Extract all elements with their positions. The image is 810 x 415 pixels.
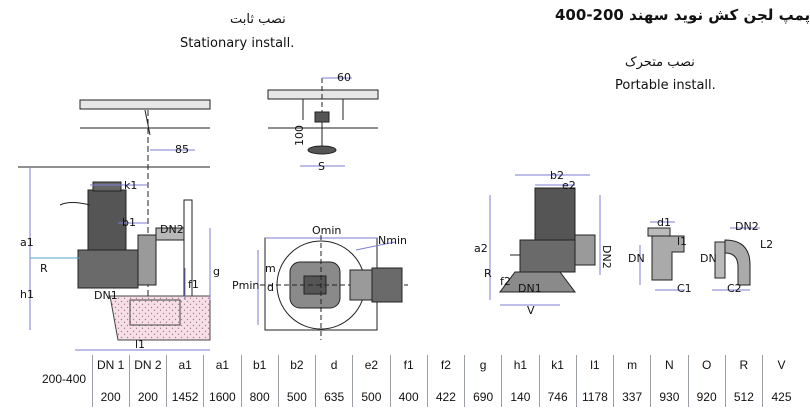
table-header-cell: V bbox=[762, 355, 800, 375]
table-header-cell: k1 bbox=[538, 355, 577, 375]
table-header-cell: DN 2 bbox=[128, 355, 167, 375]
table-header-cell: f2 bbox=[426, 355, 465, 375]
dn1-label-stationary: DN1 bbox=[94, 289, 118, 302]
nmin-label: Nmin bbox=[378, 234, 407, 247]
dn1-label-portable: DN1 bbox=[518, 282, 542, 295]
table-value-cell: 746 bbox=[538, 387, 577, 407]
table-header-cell: N bbox=[650, 355, 689, 375]
d1-label: d1 bbox=[657, 216, 671, 229]
f1-label: f1 bbox=[188, 278, 199, 291]
pump-drawing: 85 k1 b1 DN2 a1 R h1 DN1 g f1 l1 60 100 … bbox=[18, 71, 773, 351]
fitting-1 bbox=[639, 221, 685, 291]
table-value-cell: 422 bbox=[426, 387, 465, 407]
dim-s-label: S bbox=[318, 160, 325, 173]
table-value-cell: 930 bbox=[650, 387, 689, 407]
stationary-label-fa: نصب ثابت bbox=[230, 12, 286, 27]
plan-discharge bbox=[371, 267, 403, 303]
table-header-cell: f1 bbox=[389, 355, 428, 375]
table-value-cell: 500 bbox=[352, 387, 391, 407]
m-label: m bbox=[265, 262, 276, 275]
dn2-label-fitting: DN2 bbox=[735, 220, 759, 233]
plan-view bbox=[257, 235, 408, 340]
portable-pump-motor bbox=[534, 187, 576, 241]
table-header-cell: a1 bbox=[166, 355, 204, 375]
table-header-cell: h1 bbox=[501, 355, 540, 375]
portable-label-fa: نصب متحرک bbox=[625, 55, 695, 70]
d-label: d bbox=[267, 281, 274, 294]
table-value-cell: 425 bbox=[762, 387, 800, 407]
discharge-pipe bbox=[137, 234, 157, 286]
portable-view bbox=[489, 174, 601, 306]
dim-85-label: 85 bbox=[175, 143, 189, 156]
dn-label-2: DN bbox=[700, 252, 717, 265]
stationary-label-en: Stationary install. bbox=[180, 36, 295, 51]
table-header-cell: g bbox=[464, 355, 502, 375]
portable-label-en: Portable install. bbox=[615, 78, 716, 93]
cover-plate bbox=[79, 99, 211, 110]
table-value-cell: 337 bbox=[613, 387, 651, 407]
table-header-cell: O bbox=[687, 355, 726, 375]
g-label: g bbox=[213, 265, 220, 278]
k1-label: k1 bbox=[124, 179, 137, 192]
c2-label: C2 bbox=[727, 282, 742, 295]
l1-label: l1 bbox=[135, 338, 145, 351]
table-value-cell: 1452 bbox=[166, 387, 204, 407]
stationary-pump-volute bbox=[77, 249, 139, 289]
table-value-cell: 512 bbox=[724, 387, 763, 407]
f2-label: f2 bbox=[500, 275, 511, 288]
table-header-cell: R bbox=[724, 355, 763, 375]
table-value-cell: 1178 bbox=[575, 387, 614, 407]
r-label-portable: R bbox=[484, 267, 492, 280]
table-header-cell: a1 bbox=[203, 355, 242, 375]
h1-label: h1 bbox=[20, 288, 34, 301]
table-header-cell: e2 bbox=[352, 355, 391, 375]
table-value-cell: 140 bbox=[501, 387, 540, 407]
r-label-stationary: R bbox=[40, 262, 48, 275]
a2-label: a2 bbox=[474, 242, 488, 255]
dim-100-label: 100 bbox=[293, 125, 306, 146]
stationary-pump-motor bbox=[87, 189, 127, 251]
omin-label: Omin bbox=[312, 224, 341, 237]
table-header-cell: l1 bbox=[575, 355, 614, 375]
table-value-cell: 500 bbox=[277, 387, 316, 407]
dim-60-label: 60 bbox=[337, 71, 351, 84]
table-value-cell: 400 bbox=[389, 387, 428, 407]
rail-detail bbox=[267, 77, 379, 167]
table-header-cell: b2 bbox=[277, 355, 316, 375]
e2-label: e2 bbox=[562, 179, 576, 192]
dn2-label-portable: DN2 bbox=[600, 245, 613, 269]
table-value-cell: 200 bbox=[91, 387, 130, 407]
table-header-cell: b1 bbox=[240, 355, 279, 375]
l1-fitting-label: l1 bbox=[677, 235, 687, 248]
table-value-cell: 690 bbox=[464, 387, 502, 407]
table-header-cell: m bbox=[613, 355, 651, 375]
table-header-cell: d bbox=[315, 355, 353, 375]
dn-label-1: DN bbox=[628, 252, 645, 265]
l2-label: L2 bbox=[760, 238, 773, 251]
stationary-view bbox=[18, 99, 211, 351]
concrete-base bbox=[109, 295, 211, 341]
pmin-label: Pmin bbox=[232, 279, 259, 292]
table-value-cell: 800 bbox=[240, 387, 279, 407]
a1-label: a1 bbox=[20, 236, 34, 249]
v-label: V bbox=[527, 304, 535, 317]
b2-label: b2 bbox=[550, 169, 564, 182]
fitting-2 bbox=[712, 227, 760, 291]
b1-label: b1 bbox=[122, 216, 136, 229]
model-label: 200-400 bbox=[42, 372, 87, 386]
table-value-cell: 200 bbox=[128, 387, 167, 407]
table-value-cell: 635 bbox=[315, 387, 353, 407]
page-title: پمپ لجن کش نوید سهند 200-400 bbox=[555, 6, 810, 24]
portable-pump-volute bbox=[519, 239, 576, 273]
table-value-cell: 1600 bbox=[203, 387, 242, 407]
dn2-label-stationary: DN2 bbox=[160, 223, 184, 236]
table-value-cell: 920 bbox=[687, 387, 726, 407]
stationary-dim-labels: 85 k1 b1 DN2 a1 R h1 DN1 g f1 l1 bbox=[20, 143, 220, 351]
c1-label: C1 bbox=[677, 282, 692, 295]
table-header-cell: DN 1 bbox=[91, 355, 130, 375]
